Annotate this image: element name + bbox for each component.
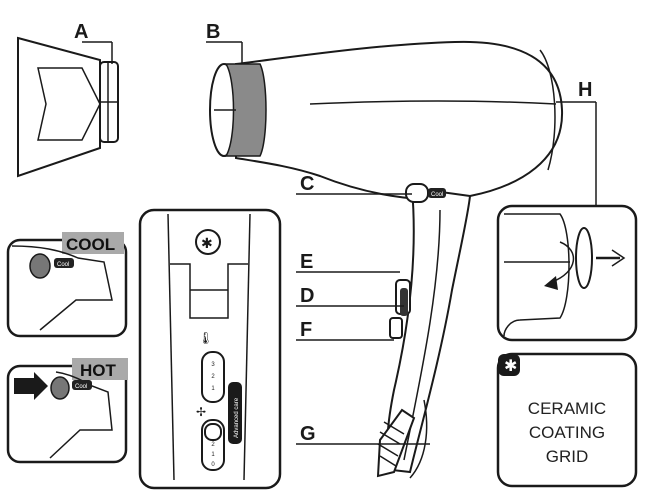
label-e: E [300,251,313,273]
dryer-body: Cool [235,40,564,479]
asterisk-icon: ✱ [201,236,213,252]
thermometer-icon: 🌡 [198,331,213,345]
ceramic-line-3: GRID [546,447,589,466]
advanced-care-button[interactable] [228,382,242,444]
heat-switch[interactable] [201,351,225,403]
ceramic-grid-panel: ✱ CERAMIC COATING GRID [496,352,638,488]
cool-tag-bg [62,232,124,254]
ceramic-line-2: COATING [529,423,605,442]
label-a: A [74,21,88,43]
ceramic-line-1: CERAMIC [528,399,606,418]
cool-inset-button-label: Cool [57,262,69,268]
hot-inset: HOT Cool [6,358,128,464]
hot-inset-button-label: Cool [75,384,87,390]
asterisk-badge [498,354,520,376]
filter-removal-inset [496,204,638,342]
speed-pos-1: 1 [211,452,215,458]
advanced-switch[interactable] [389,317,403,339]
label-d: D [300,285,314,307]
label-f: F [300,319,312,341]
cool-button-label: Cool [431,192,443,198]
filter-cap [575,227,593,289]
switch-panel: ✱ 🌡 3 2 1 Advanced care ✢ 2 1 0 [138,208,282,490]
hot-tag-bg [72,358,128,380]
advanced-care-label: Advanced care [234,397,240,438]
hot-tag: HOT [80,361,117,380]
push-arrow-icon [14,372,48,400]
fan-icon: ✢ [196,405,206,419]
ceramic-ring [224,63,267,157]
label-c: C [300,173,314,195]
asterisk-icon: ✱ [504,356,517,375]
heat-pos-1: 1 [211,386,215,392]
cool-tag: COOL [66,235,115,254]
heat-pos-2: 2 [211,374,215,380]
cool-button[interactable] [405,183,429,203]
asterisk-button[interactable] [195,229,221,255]
cool-button-icon [29,253,51,279]
hot-button-icon [50,376,70,400]
label-g: G [300,423,316,445]
concentrator-nozzle [17,36,119,178]
label-b: B [206,21,220,43]
label-h: H [578,79,592,101]
front-grille [209,63,267,157]
speed-slider[interactable] [400,288,408,316]
cool-inset: COOL Cool [6,232,128,338]
speed-pos-2: 2 [211,442,215,448]
speed-pos-0: 0 [211,462,215,468]
heat-pos-3: 3 [211,362,215,368]
